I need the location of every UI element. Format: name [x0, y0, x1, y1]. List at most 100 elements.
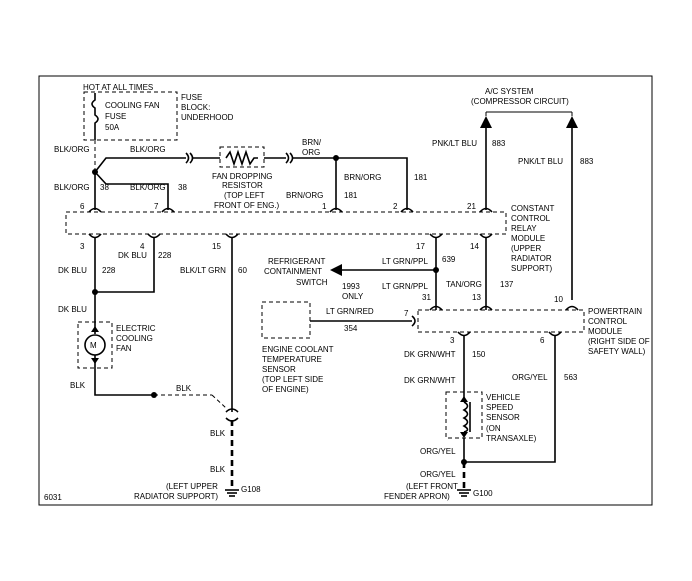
resistor-label-1: FAN DROPPING	[212, 172, 272, 181]
wire-label-blk-lt-grn: BLK/LT GRN	[180, 266, 226, 275]
wire-label-pnk-lt-blu-a: PNK/LT BLU	[432, 139, 477, 148]
coolant-sensor-label-4: (TOP LEFT SIDE	[262, 375, 323, 384]
coolant-sensor-label-2: TEMPERATURE	[262, 355, 322, 364]
wire-label-tan-org: TAN/ORG	[446, 280, 482, 289]
circuit-label-563: 563	[564, 373, 578, 382]
pin-17-label: 17	[416, 242, 425, 251]
pin-7-label: 7	[154, 202, 159, 211]
wire-to-pin7	[94, 171, 169, 210]
wire-blk-fan-out	[94, 368, 154, 396]
pin-17-terminal	[429, 233, 443, 239]
figure-number: 6031	[44, 493, 62, 502]
fan-dropping-resistor: FAN DROPPING RESISTOR (TOP LEFT FRONT OF…	[212, 146, 280, 210]
vss-coil	[462, 401, 469, 433]
pcm-pin-7-terminal	[411, 315, 416, 327]
diagram-frame	[38, 75, 653, 506]
wire-label-blk-a: BLK	[70, 381, 86, 390]
vss-label-2: SPEED	[486, 403, 513, 412]
vehicle-speed-sensor: VEHICLE SPEED SENSOR (ON TRANSAXLE)	[445, 391, 537, 443]
ac-system-label-2: (COMPRESSOR CIRCUIT)	[471, 97, 569, 106]
wire-label-blk-org-d: BLK/ORG	[130, 183, 166, 192]
vss-arrow-down	[460, 432, 468, 438]
relay-module-label-2: CONTROL	[511, 214, 551, 223]
fuse-label-2: FUSE	[105, 112, 126, 121]
fan-arrow-up	[91, 326, 99, 332]
wire-label-brn-org-top: BRN/	[302, 138, 322, 147]
wire-label-org-yel-c: ORG/YEL	[420, 470, 456, 479]
circuit-label-38a: 38	[100, 183, 109, 192]
ground-location-right-1: (LEFT FRONT	[406, 482, 458, 491]
pcm-outline	[417, 309, 585, 333]
refrigerant-label-2: CONTAINMENT	[264, 267, 322, 276]
fuse-block-label-2: BLOCK:	[181, 103, 210, 112]
pcm-pin-10-terminal	[565, 305, 579, 311]
vss-label-4: (ON	[486, 424, 501, 433]
pcm-label-4: (RIGHT SIDE OF	[588, 337, 650, 346]
refrigerant-label-3: SWITCH	[296, 278, 328, 287]
refrigerant-label-1: REFRIGERANT	[268, 257, 325, 266]
pcm-pin-6-terminal	[548, 331, 562, 337]
pin-1-terminal	[329, 207, 343, 213]
wire-label-lt-grn-ppl-b: LT GRN/PPL	[382, 282, 428, 291]
refrigerant-note-1: 1993	[342, 282, 360, 291]
powertrain-control-module: POWERTRAIN CONTROL MODULE (RIGHT SIDE OF…	[417, 307, 650, 356]
arrow-ac-left	[480, 116, 492, 128]
wire-label-lt-grn-ppl-a: LT GRN/PPL	[382, 257, 428, 266]
ground-connector-top	[225, 408, 239, 413]
wire-label-dk-blu-c: DK BLU	[58, 305, 87, 314]
pin-2-terminal	[400, 207, 414, 213]
pin-14-terminal	[479, 233, 493, 239]
resistor-symbol	[225, 149, 258, 167]
wire-dk-blu-pin4	[95, 238, 155, 293]
wire-blk-diagonal	[211, 394, 227, 409]
vss-label-3: SENSOR	[486, 413, 520, 422]
pcm-label-1: POWERTRAIN	[588, 307, 642, 316]
wire-label-lt-grn-red: LT GRN/RED	[326, 307, 374, 316]
connector-left-b	[189, 152, 194, 164]
relay-module-label-5: (UPPER	[511, 244, 541, 253]
circuit-label-150: 150	[472, 350, 486, 359]
pcm-pin-13-terminal	[479, 305, 493, 311]
ground-location-left-2: RADIATOR SUPPORT)	[134, 492, 218, 501]
refrigerant-note-2: ONLY	[342, 292, 364, 301]
fuse-block-outline	[83, 91, 178, 141]
pin-7-terminal	[161, 207, 175, 213]
wire-label-brn-org-mid: BRN/ORG	[286, 191, 323, 200]
pcm-label-5: SAFETY WALL)	[588, 347, 646, 356]
vss-label-5: TRANSAXLE)	[486, 434, 537, 443]
resistor-label-3: (TOP LEFT	[224, 191, 265, 200]
circuit-label-883b: 883	[580, 157, 594, 166]
relay-module-label-3: RELAY	[511, 224, 537, 233]
relay-module-label-7: SUPPORT)	[511, 264, 553, 273]
relay-module-outline	[65, 211, 507, 235]
ground-g100: G100 (LEFT FRONT FENDER APRON)	[384, 482, 493, 501]
wire-label-brn-org-top2: ORG	[302, 148, 320, 157]
refrigerant-arrow	[330, 264, 342, 276]
pin-6-terminal	[88, 207, 102, 213]
pin-3-terminal	[88, 233, 102, 239]
pin-2-label: 2	[393, 202, 398, 211]
coolant-sensor-label-3: SENSOR	[262, 365, 296, 374]
fan-label-3: FAN	[116, 344, 132, 353]
circuit-label-38b: 38	[178, 183, 187, 192]
wire-label-dk-blu-a: DK BLU	[58, 266, 87, 275]
fuse-block: HOT AT ALL TIMES COOLING FAN FUSE 50A FU…	[83, 83, 234, 141]
wire-label-blk-b: BLK	[176, 384, 192, 393]
wire-label-dk-grn-wht-a: DK GRN/WHT	[404, 350, 456, 359]
pcm-pin-13-label: 13	[472, 293, 481, 302]
relay-module-label-1: CONSTANT	[511, 204, 555, 213]
ground-id-g108: G108	[241, 485, 261, 494]
refrigerant-containment-switch: REFRIGERANT CONTAINMENT SWITCH 1993 ONLY	[264, 257, 364, 301]
pcm-pin-3-terminal	[457, 331, 471, 337]
pcm-pin-31-terminal	[429, 305, 443, 311]
pin-1-label: 1	[322, 202, 327, 211]
connector-right-b	[289, 152, 294, 164]
pcm-pin-10-label: 10	[554, 295, 563, 304]
coolant-sensor-label-5: OF ENGINE)	[262, 385, 309, 394]
engine-coolant-temperature-sensor: ENGINE COOLANT TEMPERATURE SENSOR (TOP L…	[261, 301, 334, 394]
wire-label-dk-blu-b: DK BLU	[118, 251, 147, 260]
vss-arrow-up	[460, 396, 468, 402]
fuse-rating: 50A	[105, 123, 120, 132]
pcm-pin-7-label: 7	[404, 309, 409, 318]
pin-4-terminal	[147, 233, 161, 239]
